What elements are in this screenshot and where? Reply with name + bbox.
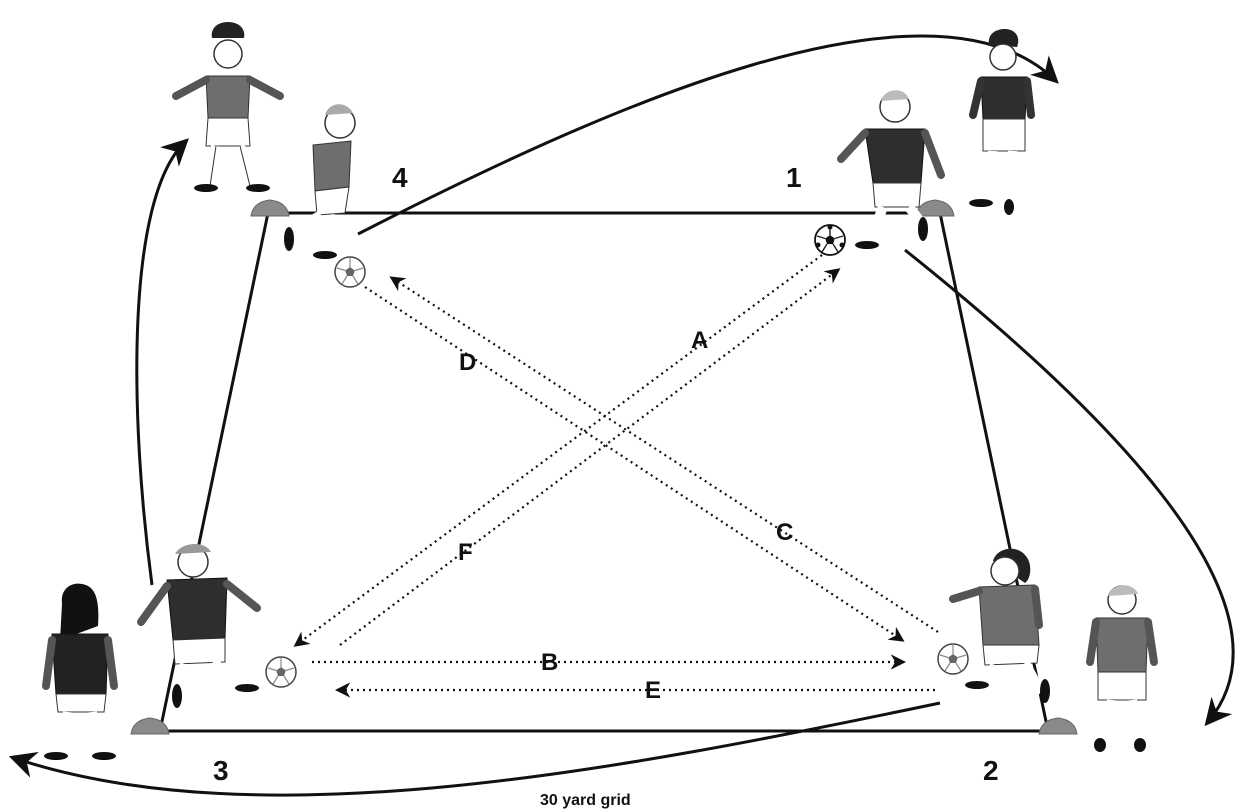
cone-4 — [250, 199, 290, 217]
pass-label-b: B — [541, 649, 558, 676]
player-active-1 — [837, 90, 945, 249]
run-4-to-1 — [357, 34, 1059, 236]
pass-label-c: C — [776, 519, 793, 546]
cone-1 — [915, 199, 955, 217]
corner-label-4: 4 — [392, 162, 408, 193]
grid-square — [158, 211, 1050, 733]
player-active-4 — [284, 104, 356, 259]
player-waiting-4 — [172, 22, 284, 192]
pass-label-a: A — [691, 327, 708, 354]
corner-label-2: 2 — [983, 755, 999, 786]
ball-corner-2 — [937, 643, 969, 675]
pass-f-line — [293, 254, 823, 647]
pass-d-line — [364, 286, 905, 642]
player-waiting-1 — [969, 29, 1035, 215]
pass-label-f: F — [458, 539, 473, 566]
corner-label-1: 1 — [786, 162, 802, 193]
grid-caption: 30 yard grid — [540, 792, 631, 809]
player-active-2 — [949, 548, 1050, 703]
pass-a-line — [339, 268, 841, 646]
run-2-to-3 — [8, 701, 941, 797]
corner-label-3: 3 — [213, 755, 229, 786]
pass-label-d: D — [459, 349, 476, 376]
player-waiting-2 — [1086, 585, 1158, 752]
player-waiting-3 — [42, 583, 118, 760]
player-active-3 — [137, 543, 261, 708]
ball-corner-1 — [814, 223, 846, 256]
run-3-to-4 — [135, 138, 189, 586]
ball-corner-4 — [334, 256, 366, 288]
run-1-to-2 — [904, 248, 1235, 727]
pass-label-e: E — [645, 677, 661, 704]
ball-corner-3 — [265, 656, 297, 688]
pass-c-line — [389, 276, 939, 633]
